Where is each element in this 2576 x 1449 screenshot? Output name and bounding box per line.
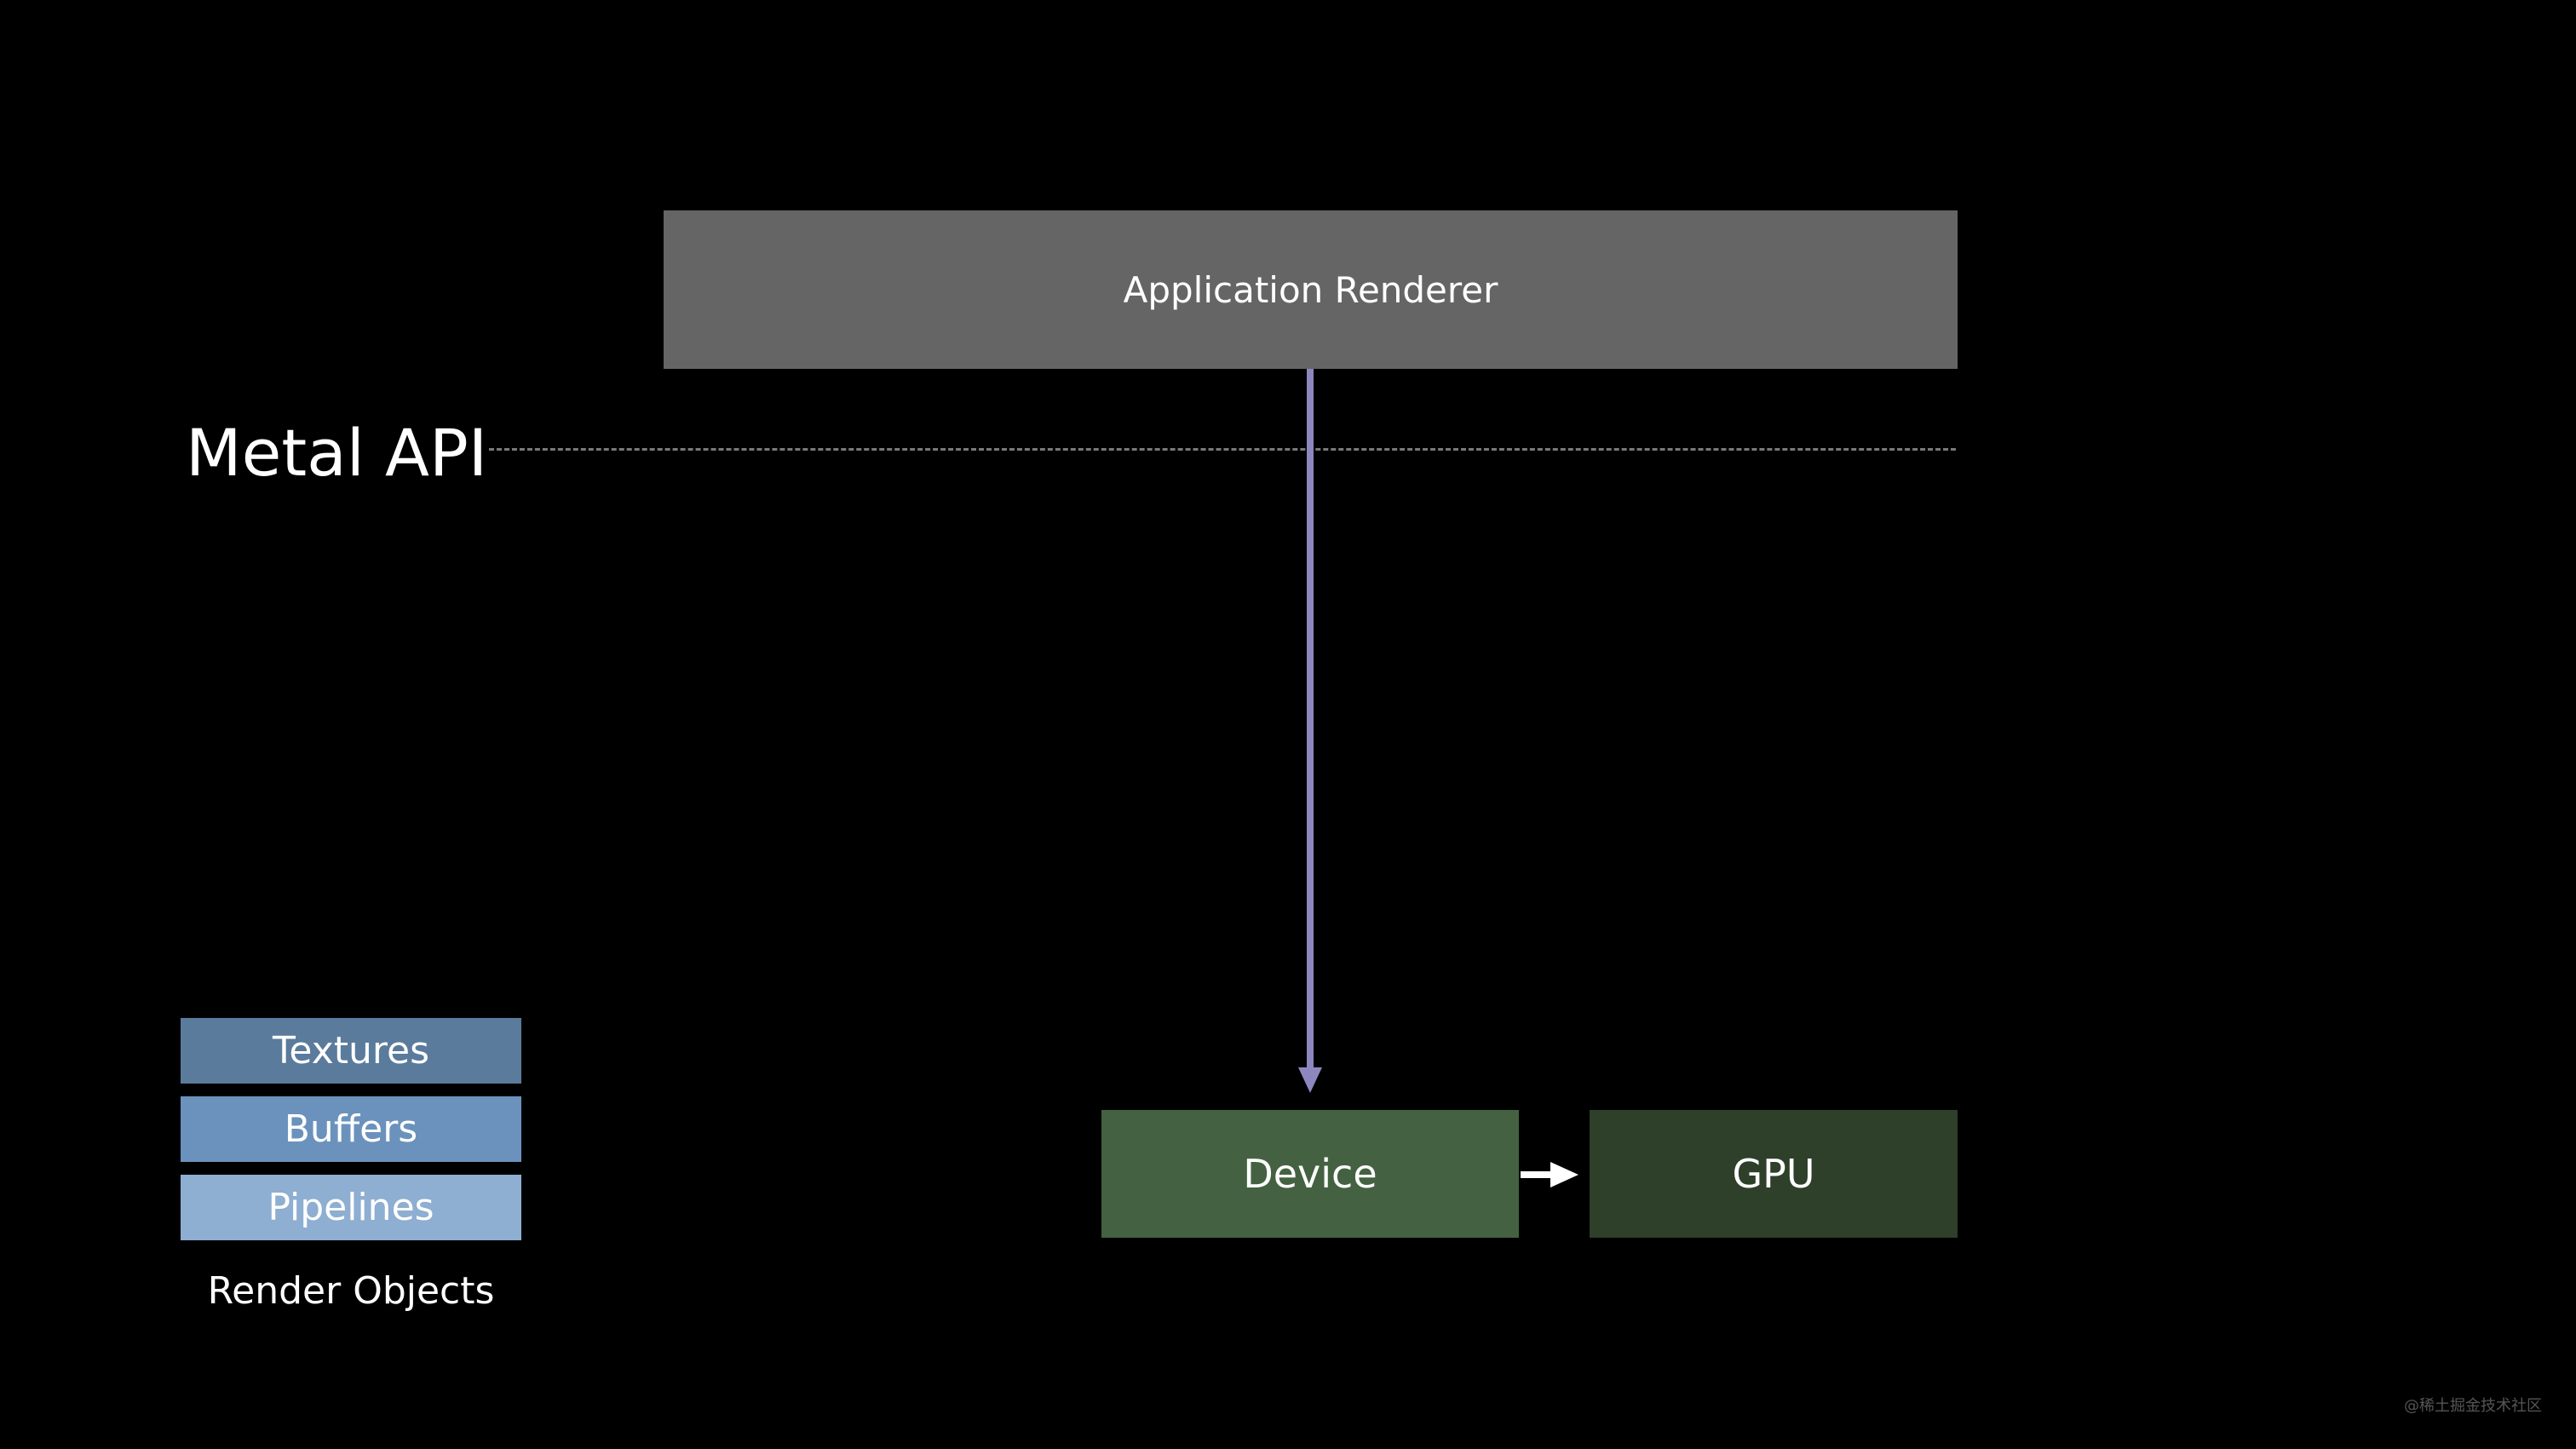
metal-api-label: Metal API [186,415,488,491]
device-to-gpu-arrowhead [1550,1162,1578,1187]
textures-label: Textures [273,1029,429,1072]
buffers-box: Buffers [181,1096,521,1162]
application-renderer-box: Application Renderer [664,210,1958,369]
renderer-to-device-arrowhead [1298,1067,1322,1093]
pipelines-box: Pipelines [181,1175,521,1240]
textures-box: Textures [181,1018,521,1084]
pipelines-label: Pipelines [267,1186,434,1229]
device-label: Device [1243,1151,1377,1197]
buffers-label: Buffers [284,1107,418,1151]
metal-api-boundary-line [489,448,1956,451]
gpu-box: GPU [1590,1110,1958,1238]
watermark: @稀土掘金技术社区 [2404,1397,2542,1415]
render-objects-caption: Render Objects [207,1269,495,1313]
device-box: Device [1101,1110,1519,1238]
gpu-label: GPU [1732,1151,1815,1197]
application-renderer-label: Application Renderer [1123,268,1498,311]
